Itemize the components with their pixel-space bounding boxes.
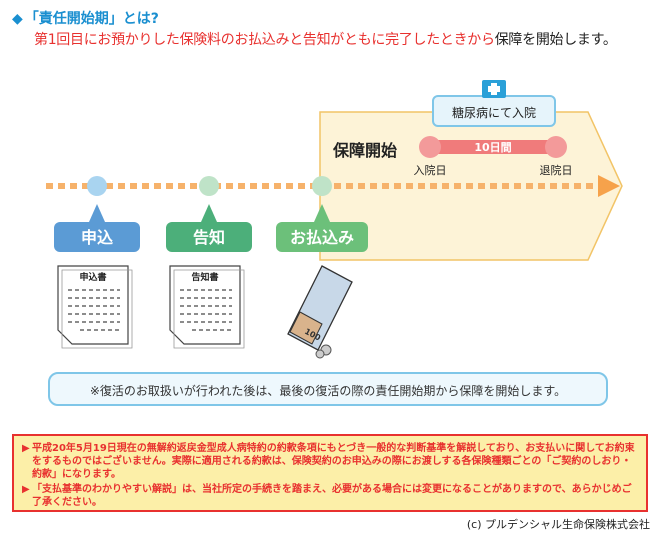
copyright: (c) プルデンシャル生命保険株式会社 <box>466 518 650 531</box>
coverage-start-label: 保障開始 <box>332 141 397 160</box>
step-payment <box>276 222 368 252</box>
step-disclosure-label: 告知 <box>193 228 225 247</box>
timeline-dot-payment <box>312 176 332 196</box>
subtitle-plain: 保障 <box>494 32 523 48</box>
disclaimer-para-1: ▶平成20年5月19日現在の無解約返戻金型成人病特約の約款条項にもとづき一般的な… <box>22 443 635 480</box>
diagram-canvas: 保障開始 糖尿病にて入院 10日間 入院日 退院日 申込 告知 お払込み 申込書 <box>46 80 623 359</box>
notice-box: ※復活のお取扱いが行われた後は、最後の復活の際の責任開始期から保障を開始します。 <box>48 372 608 406</box>
pointer-application <box>89 204 105 222</box>
pointer-disclosure <box>201 204 217 222</box>
medical-cross-icon <box>482 80 506 98</box>
step-application <box>54 222 140 252</box>
disclaimer-box: ▶平成20年5月19日現在の無解約返戻金型成人病特約の約款条項にもとづき一般的な… <box>12 434 648 512</box>
disclaimer-para-2: ▶「支払基準のわかりやすい解説」は、当社所定の手続きを踏まえ、必要がある場合には… <box>22 484 632 508</box>
timeline-dot-disclosure <box>199 176 219 196</box>
discharge-dot <box>545 136 567 158</box>
timeline-arrowhead <box>598 175 620 197</box>
disclosure-document-icon: 告知書 <box>169 265 245 349</box>
step-application-label: 申込 <box>81 228 113 247</box>
step-payment-label: お払込み <box>290 228 354 247</box>
admission-label: 入院日 <box>414 163 447 177</box>
timeline-dot-application <box>87 176 107 196</box>
money-envelope-icon: 100 <box>287 265 353 359</box>
duration-label: 10日間 <box>474 141 511 154</box>
pointer-payment <box>314 204 330 222</box>
subtitle-end: 開始します。 <box>535 32 617 48</box>
admission-dot <box>419 136 441 158</box>
hospital-label: 糖尿病にて入院 <box>452 105 536 120</box>
duration-bar <box>430 140 556 154</box>
title-text: 「責任開始期」とは? <box>24 11 159 27</box>
subtitle-highlight: 第1回目にお預かりした保険料のお払込みと告知がともに完了したときから <box>34 32 495 48</box>
step-disclosure <box>166 222 252 252</box>
subtitle-particle: を <box>522 32 536 48</box>
diamond-icon: ◆ <box>12 11 23 27</box>
discharge-label: 退院日 <box>540 163 573 177</box>
page-title: ◆「責任開始期」とは? <box>12 8 159 28</box>
disclosure-doc-title: 告知書 <box>191 271 218 283</box>
subtitle: 第1回目にお預かりした保険料のお払込みと告知がともに完了したときから保障を開始し… <box>34 29 617 49</box>
disclaimer-marker-icon: ▶ <box>22 484 30 495</box>
disclaimer-marker-icon: ▶ <box>22 443 30 454</box>
application-document-icon: 申込書 <box>57 265 133 349</box>
application-doc-title: 申込書 <box>79 271 106 283</box>
